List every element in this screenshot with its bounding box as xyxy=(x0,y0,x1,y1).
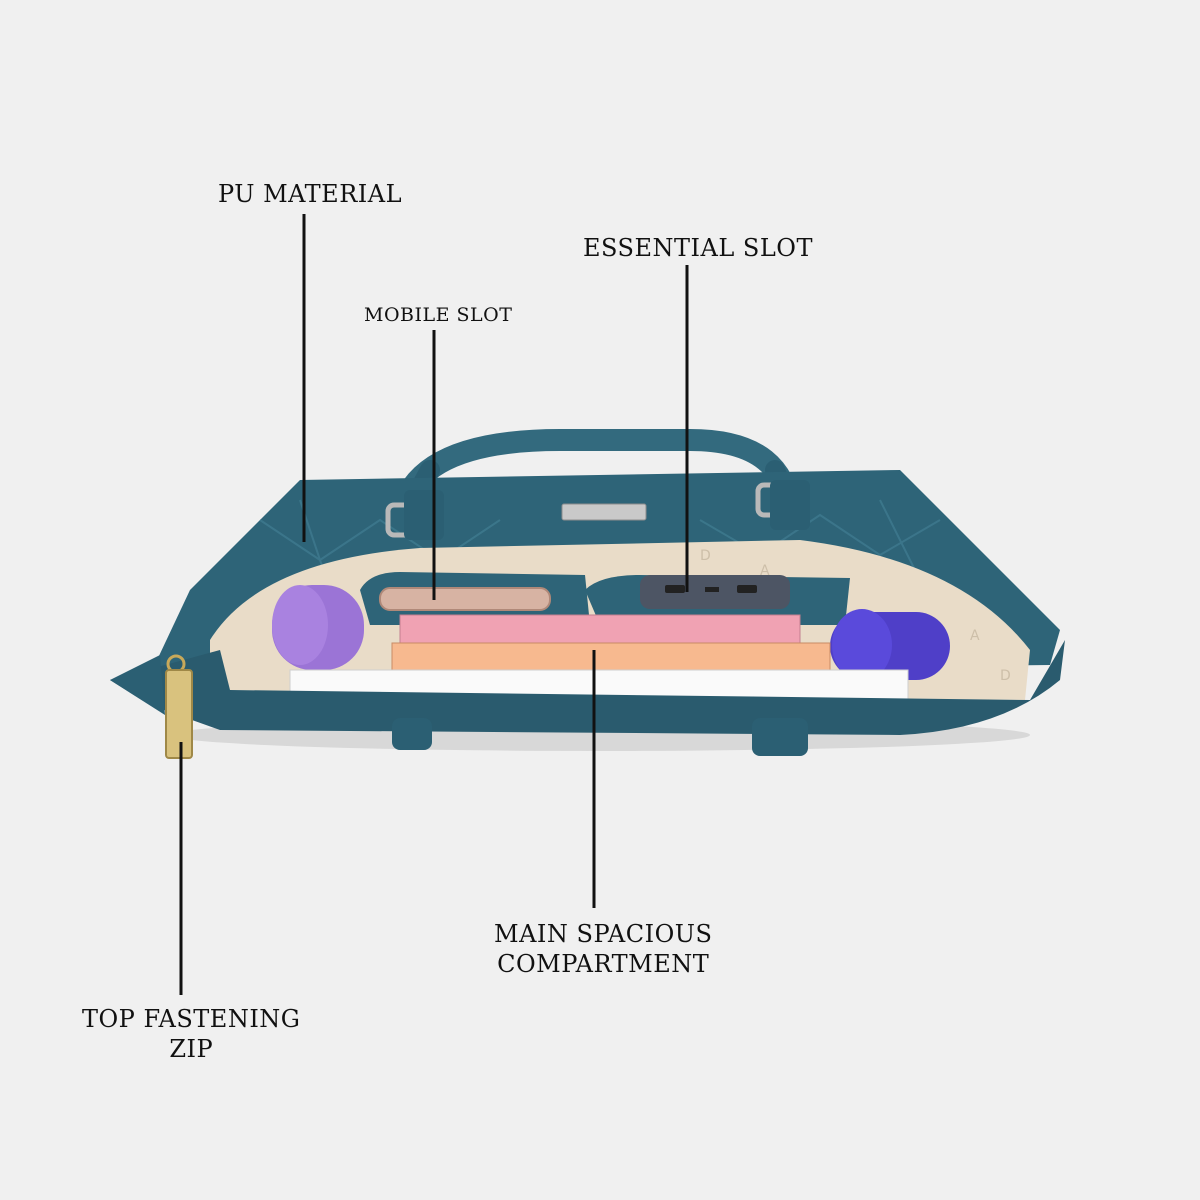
tab-left xyxy=(404,490,444,540)
power-bank-ports xyxy=(665,585,757,593)
foot-right xyxy=(752,718,808,756)
zip-end xyxy=(110,655,165,715)
tab-right xyxy=(770,480,810,530)
brand-plate xyxy=(561,503,647,521)
foot-left xyxy=(392,718,432,750)
label-mobile-slot: MOBILE SLOT xyxy=(364,304,513,326)
book-pink xyxy=(399,614,801,648)
svg-text:D: D xyxy=(1000,668,1011,684)
svg-text:A: A xyxy=(970,628,980,644)
label-main-compartment-line1: MAIN SPACIOUS xyxy=(494,920,713,948)
bottle-right-cap xyxy=(832,609,892,681)
svg-text:A: A xyxy=(760,563,770,579)
svg-text:D: D xyxy=(700,548,711,564)
label-top-zip-line1: TOP FASTENING xyxy=(82,1005,301,1033)
mobile-phone xyxy=(379,587,551,611)
label-main-compartment-line2: COMPARTMENT xyxy=(497,950,710,978)
label-pu-material: PU MATERIAL xyxy=(218,180,403,208)
zip-pull-tab xyxy=(165,669,193,759)
bottle-left-cap xyxy=(272,585,328,665)
label-main-compartment: MAIN SPACIOUS COMPARTMENT xyxy=(494,919,712,979)
label-top-fastening-zip: TOP FASTENING ZIP xyxy=(82,1004,300,1064)
label-essential-slot: ESSENTIAL SLOT xyxy=(583,234,813,262)
bag-front-lip xyxy=(110,640,1065,735)
lining-pattern: D A A D xyxy=(700,548,1011,684)
label-top-zip-line2: ZIP xyxy=(169,1035,214,1063)
leader-lines xyxy=(179,214,689,995)
